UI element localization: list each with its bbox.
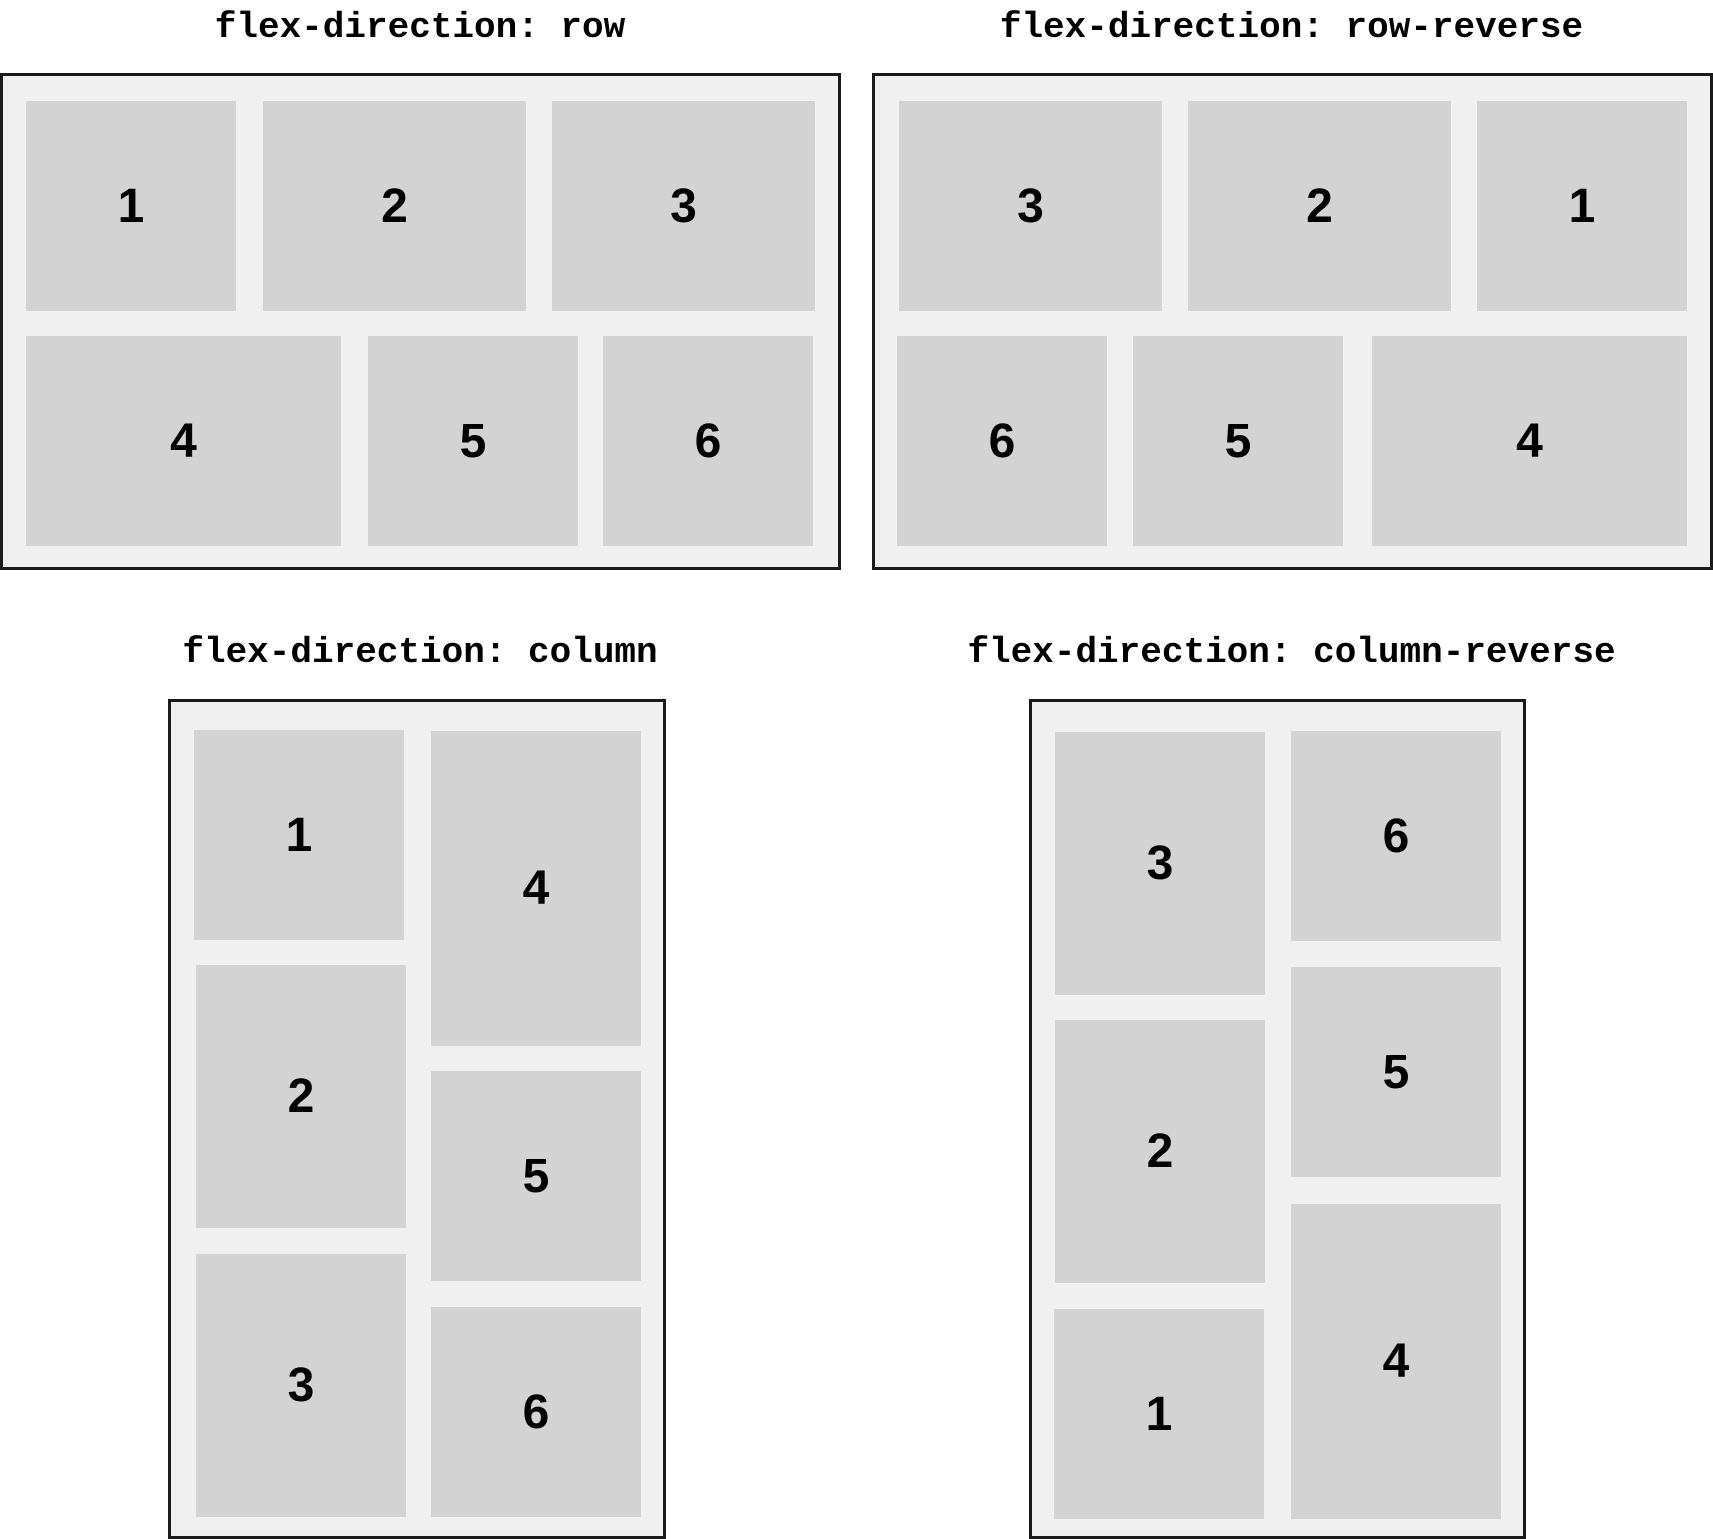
flex-item: 2	[1055, 1020, 1265, 1283]
flex-item: 2	[1188, 101, 1451, 311]
flex-item: 3	[552, 101, 815, 311]
flex-item: 3	[196, 1254, 406, 1517]
flex-item: 4	[1291, 1204, 1501, 1519]
flex-item: 5	[1133, 336, 1343, 546]
flex-item: 1	[1054, 1309, 1264, 1519]
panel-title-row-reverse: flex-direction: row-reverse	[999, 7, 1584, 48]
flex-item: 1	[26, 101, 236, 311]
flex-item: 1	[1477, 101, 1687, 311]
flex-item: 4	[1372, 336, 1687, 546]
panel-title-column: flex-direction: column	[182, 632, 658, 673]
flex-item: 3	[1055, 732, 1265, 995]
flex-container-column: 1 2 3 4 5 6	[168, 699, 666, 1539]
flex-item: 5	[1291, 967, 1501, 1177]
flex-item: 5	[368, 336, 578, 546]
flex-item: 2	[263, 101, 526, 311]
flex-item: 1	[194, 730, 404, 940]
flex-item: 6	[603, 336, 813, 546]
flex-item: 5	[431, 1071, 641, 1281]
flex-item: 6	[1291, 731, 1501, 941]
flex-container-column-reverse: 3 2 1 6 5 4	[1029, 699, 1526, 1539]
flex-item: 6	[431, 1307, 641, 1517]
flex-item: 4	[26, 336, 341, 546]
flex-item: 4	[431, 731, 641, 1046]
flex-item: 6	[897, 336, 1107, 546]
flex-item: 3	[899, 101, 1162, 311]
panel-title-row: flex-direction: row	[214, 7, 626, 48]
flex-container-row: 1 2 3 4 5 6	[0, 73, 841, 570]
panel-title-column-reverse: flex-direction: column-reverse	[967, 632, 1616, 673]
flex-item: 2	[196, 965, 406, 1228]
flex-container-row-reverse: 3 2 1 6 5 4	[872, 73, 1713, 570]
